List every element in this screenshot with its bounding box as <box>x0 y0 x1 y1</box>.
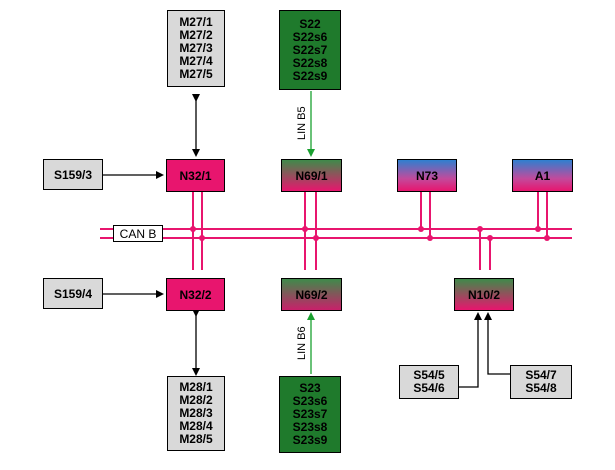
n69-2-box: N69/2 <box>281 278 342 311</box>
n69-1-box: N69/1 <box>281 159 342 192</box>
s23-label: S23 <box>299 381 321 395</box>
m28-label: M28/5 <box>179 432 213 446</box>
m27-label: M27/3 <box>179 41 213 55</box>
n10-2-box: N10/2 <box>454 278 514 311</box>
s159-3-label: S159/3 <box>53 167 93 182</box>
n69-1-label: N69/1 <box>295 168 328 183</box>
s23-box: S23 S23s6 S23s7 S23s8 S23s9 <box>279 376 341 453</box>
m28-label: M28/1 <box>179 380 213 394</box>
a1-label: A1 <box>534 168 551 183</box>
s23-label: S23s7 <box>292 407 328 421</box>
m28-label: M28/4 <box>179 419 213 433</box>
can-b-text: CAN B <box>119 226 157 241</box>
s54-5-6-box: S54/5 S54/6 <box>399 365 459 399</box>
n73-box: N73 <box>397 159 457 192</box>
s22-label: S22 <box>299 16 321 31</box>
s22-label: S22s7 <box>292 42 328 57</box>
m27-box: M27/1 M27/2 M27/3 M27/4 M27/5 <box>167 10 225 87</box>
n69-2-label: N69/2 <box>295 287 328 302</box>
m28-label: M28/2 <box>179 393 213 407</box>
n10-2-label: N10/2 <box>467 287 501 302</box>
m28-box: M28/1 M28/2 M28/3 M28/4 M28/5 <box>167 376 225 451</box>
lin-b6-label: LIN B6 <box>296 326 308 360</box>
s54-label: S54/7 <box>525 368 557 382</box>
can-b-label: CAN B <box>113 225 163 242</box>
s22-box: S22 S22s6 S22s7 S22s8 S22s9 <box>279 10 341 90</box>
can-bus-lines <box>100 192 572 270</box>
n32-1-label: N32/1 <box>179 168 212 183</box>
lin-b5-label: LIN B5 <box>296 106 308 140</box>
m27-label: M27/2 <box>179 28 213 42</box>
n32-2-box: N32/2 <box>166 278 225 311</box>
s23-label: S23s6 <box>292 394 328 408</box>
s159-4-box: S159/4 <box>43 278 103 309</box>
n32-2-label: N32/2 <box>179 287 212 302</box>
s54-label: S54/8 <box>525 381 557 395</box>
s54-7-8-box: S54/7 S54/8 <box>510 365 572 399</box>
m27-label: M27/1 <box>179 15 213 29</box>
s54-label: S54/6 <box>413 381 445 395</box>
m27-label: M27/4 <box>179 54 213 68</box>
s22-label: S22s9 <box>292 68 328 83</box>
s159-3-box: S159/3 <box>43 159 103 190</box>
can-bus-junctions <box>190 226 550 241</box>
s22-label: S22s6 <box>292 29 328 44</box>
n32-1-box: N32/1 <box>166 159 225 192</box>
s54-label: S54/5 <box>413 368 445 382</box>
m27-label: M27/5 <box>179 67 213 81</box>
s22-label: S22s8 <box>292 55 328 70</box>
s23-label: S23s8 <box>292 420 328 434</box>
n73-label: N73 <box>415 168 438 183</box>
m28-label: M28/3 <box>179 406 213 420</box>
s23-label: S23s9 <box>292 433 328 447</box>
a1-box: A1 <box>512 159 573 192</box>
s159-4-label: S159/4 <box>53 286 93 301</box>
